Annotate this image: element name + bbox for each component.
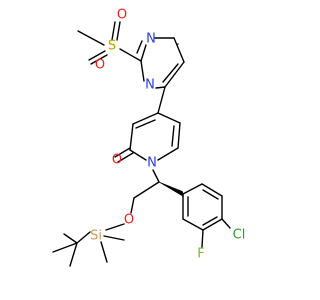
atom-o-ether: O <box>124 213 134 228</box>
atom-labels: O O S N N O N O Si Cl F <box>90 8 245 262</box>
atom-o-sulfonyl-top: O <box>117 8 127 23</box>
stereo-wedge-bond <box>158 181 184 197</box>
atom-o-sulfonyl-left: O <box>95 58 105 73</box>
atom-f: F <box>197 247 204 262</box>
atom-n-pyrimidine-3: N <box>145 78 155 93</box>
atom-n-pyrimidine-1: N <box>146 32 156 47</box>
atom-cl: Cl <box>233 228 246 243</box>
bond-lines <box>52 21 231 267</box>
atom-si: Si <box>90 229 102 244</box>
atom-o-carbonyl: O <box>112 153 122 168</box>
atom-s-sulfonyl: S <box>108 39 116 54</box>
molecule-structure: O O S N N O N O Si Cl F <box>52 8 245 267</box>
atom-n-pyridinone: N <box>147 156 157 171</box>
